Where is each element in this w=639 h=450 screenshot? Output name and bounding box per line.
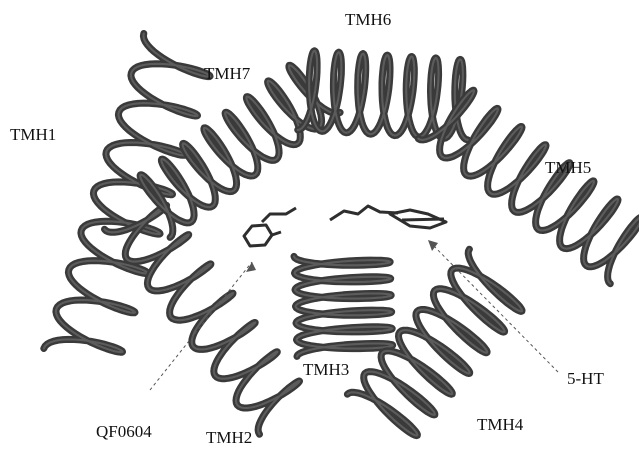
label-5ht: 5-HT <box>567 369 604 388</box>
label-tmh6: TMH6 <box>345 10 391 29</box>
label-tmh7: TMH7 <box>204 64 251 83</box>
label-qf0604: QF0604 <box>96 422 152 441</box>
label-tmh1: TMH1 <box>10 125 56 144</box>
5ht-indole-bond <box>402 219 444 220</box>
label-tmh4: TMH4 <box>477 415 524 434</box>
label-tmh5: TMH5 <box>545 158 591 177</box>
label-tmh3: TMH3 <box>303 360 349 379</box>
label-tmh2: TMH2 <box>206 428 252 445</box>
